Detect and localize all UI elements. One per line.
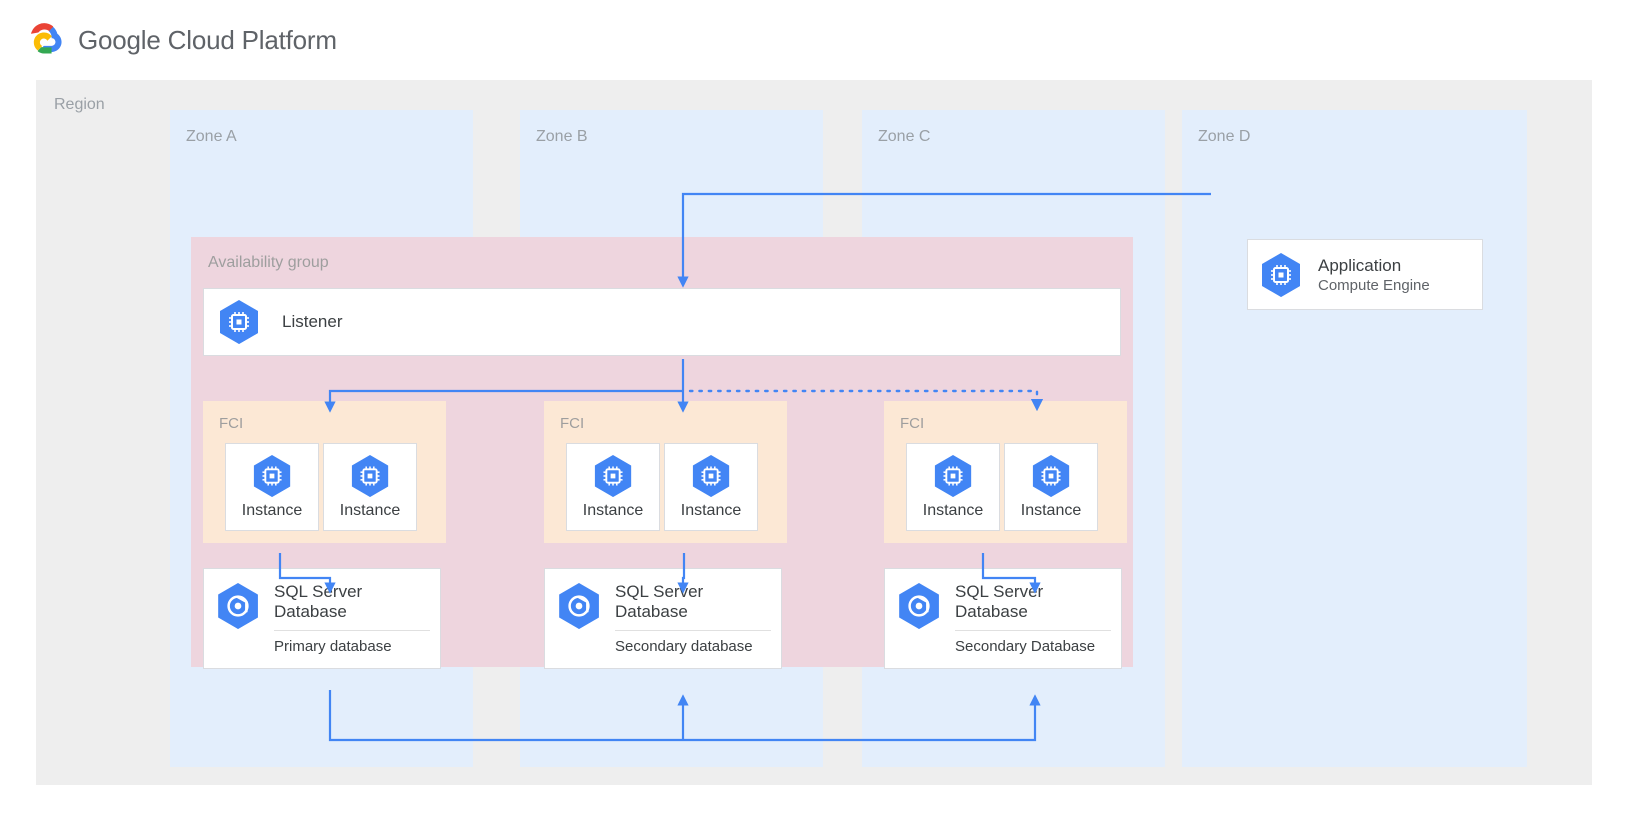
instance-card-a1[interactable]: Instance bbox=[225, 443, 319, 531]
page-title: Google Cloud Platform bbox=[78, 24, 337, 55]
database-card-zone-c[interactable]: SQL Server Database Secondary Database bbox=[884, 568, 1122, 669]
region-label: Region bbox=[54, 96, 105, 113]
fci-group-zone-c: FCI Instance bbox=[884, 401, 1127, 543]
compute-engine-hexagon-icon bbox=[692, 455, 730, 497]
sql-database-hexagon-icon bbox=[218, 583, 258, 629]
fci-c-label: FCI bbox=[900, 415, 925, 432]
instance-card-a2[interactable]: Instance bbox=[323, 443, 417, 531]
zone-d-label: Zone D bbox=[1198, 128, 1251, 145]
database-text-block: SQL Server Database Secondary database bbox=[615, 582, 781, 656]
compute-engine-hexagon-icon bbox=[351, 455, 389, 497]
compute-engine-hexagon-icon bbox=[1262, 252, 1300, 297]
instance-label: Instance bbox=[339, 502, 401, 519]
instance-card-b2[interactable]: Instance bbox=[664, 443, 758, 531]
application-subtitle: Compute Engine bbox=[1318, 276, 1430, 294]
database-role: Secondary Database bbox=[955, 630, 1111, 656]
availability-group-label: Availability group bbox=[208, 254, 329, 271]
page-header: Google Cloud Platform bbox=[0, 0, 1628, 80]
instance-label: Instance bbox=[582, 502, 644, 519]
instance-card-c1[interactable]: Instance bbox=[906, 443, 1000, 531]
instance-label: Instance bbox=[680, 502, 742, 519]
fci-group-zone-b: FCI Instance bbox=[544, 401, 787, 543]
database-role: Secondary database bbox=[615, 630, 771, 656]
fci-group-zone-a: FCI Instance bbox=[203, 401, 446, 543]
application-text-block: Application Compute Engine bbox=[1318, 255, 1430, 295]
instance-label: Instance bbox=[241, 502, 303, 519]
compute-engine-hexagon-icon bbox=[594, 455, 632, 497]
google-cloud-logo-icon bbox=[30, 23, 62, 54]
instance-label: Instance bbox=[1020, 502, 1082, 519]
database-title: SQL Server Database bbox=[615, 582, 704, 621]
zone-b-label: Zone B bbox=[536, 128, 588, 145]
compute-engine-hexagon-icon bbox=[934, 455, 972, 497]
database-title: SQL Server Database bbox=[274, 582, 363, 621]
compute-engine-hexagon-icon bbox=[253, 455, 291, 497]
database-title: SQL Server Database bbox=[955, 582, 1044, 621]
application-card[interactable]: Application Compute Engine bbox=[1247, 239, 1483, 310]
zone-a-label: Zone A bbox=[186, 128, 237, 145]
database-role: Primary database bbox=[274, 630, 430, 656]
region-container: Region Zone A Zone B Zone C Zone D Avail… bbox=[36, 80, 1592, 785]
database-card-zone-a[interactable]: SQL Server Database Primary database bbox=[203, 568, 441, 669]
database-text-block: SQL Server Database Primary database bbox=[274, 582, 440, 656]
listener-title: Listener bbox=[282, 312, 343, 331]
fci-a-label: FCI bbox=[219, 415, 244, 432]
sql-database-hexagon-icon bbox=[899, 583, 939, 629]
instance-label: Instance bbox=[922, 502, 984, 519]
compute-engine-hexagon-icon bbox=[1032, 455, 1070, 497]
sql-database-hexagon-icon bbox=[559, 583, 599, 629]
database-text-block: SQL Server Database Secondary Database bbox=[955, 582, 1121, 656]
compute-engine-hexagon-icon bbox=[220, 300, 258, 344]
instance-card-c2[interactable]: Instance bbox=[1004, 443, 1098, 531]
database-card-zone-b[interactable]: SQL Server Database Secondary database bbox=[544, 568, 782, 669]
zone-c-label: Zone C bbox=[878, 128, 931, 145]
listener-card[interactable]: Listener bbox=[203, 288, 1121, 356]
zone-d: Zone D bbox=[1182, 110, 1527, 767]
fci-b-label: FCI bbox=[560, 415, 585, 432]
instance-card-b1[interactable]: Instance bbox=[566, 443, 660, 531]
application-title: Application bbox=[1318, 255, 1402, 275]
